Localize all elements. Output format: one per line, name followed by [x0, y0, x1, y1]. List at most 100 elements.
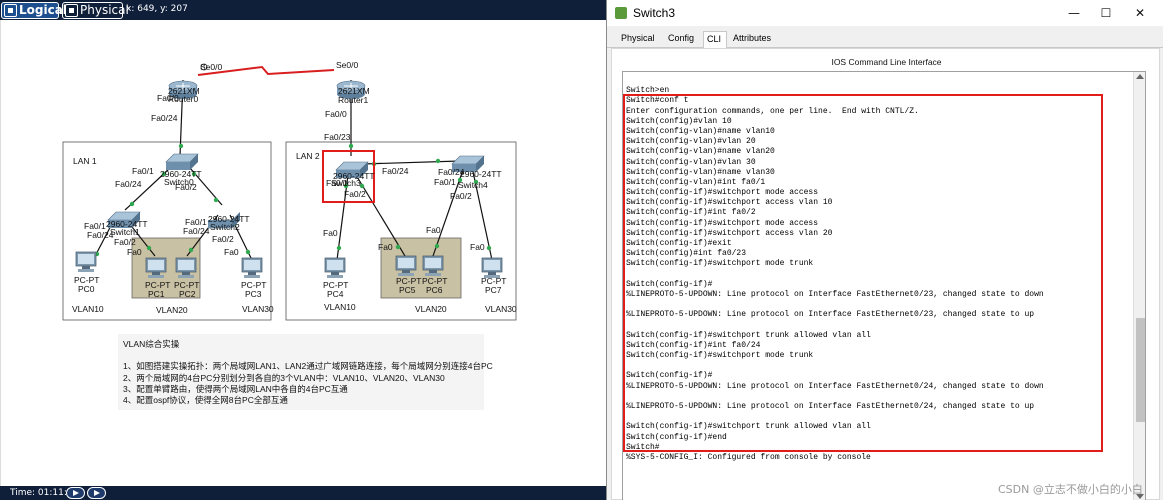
scroll-thumb[interactable] — [1136, 318, 1145, 422]
lan2-vlan10-label: VLAN10 — [324, 302, 356, 312]
tab-physical[interactable]: Physical — [621, 33, 655, 43]
logical-view-button[interactable]: Logical — [1, 2, 67, 19]
sw2-port-pc: Fa0 — [224, 247, 239, 257]
tab-cli[interactable]: CLI — [703, 31, 727, 48]
cli-line: Switch(config-if)#switchport trunk allow… — [626, 422, 871, 432]
logical-workspace[interactable]: Se0/0 Se0/0 2621XM Router0 Fa0/0 2621XM … — [0, 20, 606, 486]
notes-panel — [118, 334, 484, 410]
sw4-model: 2960-24TT — [460, 169, 502, 179]
pc5-name: PC5 — [399, 285, 416, 295]
pc4-port: Fa0 — [323, 228, 338, 238]
logical-view-icon — [4, 4, 17, 17]
sim-time: Time: 01:11:23 — [10, 488, 79, 498]
maximize-button[interactable]: ☐ — [1100, 6, 1112, 20]
cli-line: Switch(config-if)#switchport mode access — [626, 188, 819, 198]
sw0-port-left2: Fa0/24 — [115, 179, 142, 189]
router0-icon[interactable] — [168, 80, 198, 99]
lan1-vlan10-label: VLAN10 — [72, 304, 104, 314]
pc1-name: PC1 — [148, 289, 165, 299]
cli-scrollbar[interactable] — [1133, 72, 1145, 500]
pc5-icon[interactable] — [395, 255, 417, 276]
physical-view-button[interactable]: Physical — [62, 2, 129, 19]
r1-fa-port: Fa0/0 — [325, 109, 347, 119]
pc1-icon[interactable] — [145, 257, 167, 278]
switch0-icon[interactable] — [165, 153, 199, 170]
cli-line: Switch(config-if)#switchport access vlan… — [626, 228, 833, 238]
r1-name: Router1 — [338, 95, 369, 105]
cli-line: %LINEPROTO-5-UPDOWN: Line protocol on In… — [626, 289, 1044, 299]
router1-icon[interactable] — [336, 80, 366, 99]
switch3-icon[interactable] — [335, 161, 369, 178]
cli-line: Switch(config-if)#int fa0/24 — [626, 340, 761, 350]
sw3-name: Switch3 — [331, 178, 361, 188]
cli-line: Switch(config-if)# — [626, 371, 713, 381]
cli-line: Switch(config-if)#switchport mode access — [626, 218, 819, 228]
pc7-name: PC7 — [485, 285, 502, 295]
switch4-icon[interactable] — [451, 155, 485, 172]
close-button[interactable]: ✕ — [1134, 6, 1146, 20]
pc6-icon[interactable] — [422, 255, 444, 276]
cli-highlight-box — [623, 94, 1103, 452]
sw2-port-up: Fa0/1 — [185, 217, 207, 227]
cli-line: Switch(config-if)#switchport access vlan… — [626, 198, 833, 208]
cli-line: Switch(config-vlan)#vlan 20 — [626, 137, 756, 147]
tab-attributes[interactable]: Attributes — [733, 33, 772, 43]
cli-line: %SYS-5-CONFIG_I: Configured from console… — [626, 452, 871, 462]
cli-line: Switch(config-if)#int fa0/2 — [626, 208, 756, 218]
r0-serial-port: Se0/0 — [200, 62, 222, 72]
pc2-icon[interactable] — [175, 257, 197, 278]
sw1-name: Switch1 — [110, 227, 140, 237]
fast-forward-button[interactable] — [87, 487, 106, 499]
cli-line: Switch(config-if)#switchport trunk allow… — [626, 330, 871, 340]
r0-model: 2621XM — [168, 86, 200, 96]
pc3-icon[interactable] — [241, 257, 263, 278]
pc6-name: PC6 — [426, 285, 443, 295]
pc4-icon[interactable] — [324, 257, 346, 278]
sw1-model: 2960-24TT — [106, 219, 148, 229]
pc1-type: PC-PT — [145, 280, 171, 290]
pc0-icon[interactable] — [75, 251, 97, 272]
sw1-port-up: Fa0/1 — [84, 221, 106, 231]
sw2-port-down1: Fa0/24 — [183, 226, 210, 236]
pt-toolbar: Logical Physical x: 649, y: 207 — [0, 0, 606, 20]
window-titlebar[interactable]: Switch3 — ☐ ✕ — [607, 0, 1163, 26]
sw3-model: 2960-24TT — [333, 171, 375, 181]
sw1-port-down1: Fa0/24 — [87, 230, 114, 240]
switch2-icon[interactable] — [207, 212, 241, 229]
device-tabs: Physical Config CLI Attributes — [607, 26, 1163, 48]
cli-heading: IOS Command Line Interface — [831, 57, 942, 67]
cli-line: Switch>en — [626, 86, 670, 96]
sw3-port-left: Fa0/1 — [326, 178, 348, 188]
pc3-type: PC-PT — [241, 280, 267, 290]
r1-serial-port: Se0/0 — [336, 60, 358, 70]
switch-app-icon — [615, 7, 627, 19]
cli-line: Switch(config-if)#switchport mode trunk — [626, 259, 814, 269]
switch1-icon[interactable] — [107, 211, 141, 228]
minimize-button[interactable]: — — [1068, 6, 1080, 20]
notes-item-3: 3、配置单臂路由，使得两个局域网LAN中各自的4台PC互通 — [123, 384, 348, 394]
sw1-port-down2: Fa0/2 — [114, 237, 136, 247]
sw4-name: Switch4 — [458, 180, 488, 190]
realtime-play-button[interactable] — [66, 487, 85, 499]
scroll-down-icon[interactable] — [1136, 494, 1144, 499]
cli-line: %LINEPROTO-5-UPDOWN: Line protocol on In… — [626, 310, 1035, 320]
cli-line: Switch# — [626, 442, 660, 452]
sw1-port-pc: Fa0 — [127, 247, 142, 257]
sw2-name: Switch2 — [210, 222, 240, 232]
window-title: Switch3 — [633, 6, 676, 20]
tab-config[interactable]: Config — [668, 33, 695, 43]
sw0-name: Switch0 — [164, 177, 194, 187]
lan2-uplink-port: Fa0/23 — [324, 132, 351, 142]
scroll-up-icon[interactable] — [1136, 74, 1144, 79]
lan2-vlan30-label: VLAN30 — [485, 304, 517, 314]
pc7-icon[interactable] — [481, 257, 503, 278]
pc5-port: Fa0 — [378, 242, 393, 252]
csdn-watermark: CSDN @立志不做小白的小白 — [998, 483, 1143, 496]
pc6-port: Fa0 — [426, 225, 441, 235]
topology-canvas[interactable]: Se0/0 Se0/0 2621XM Router0 Fa0/0 2621XM … — [0, 20, 606, 486]
switch3-window: Switch3 — ☐ ✕ Physical Config CLI Attrib… — [606, 0, 1163, 500]
pc7-type: PC-PT — [481, 276, 507, 286]
sw4-port-down: Fa0/2 — [450, 191, 472, 201]
